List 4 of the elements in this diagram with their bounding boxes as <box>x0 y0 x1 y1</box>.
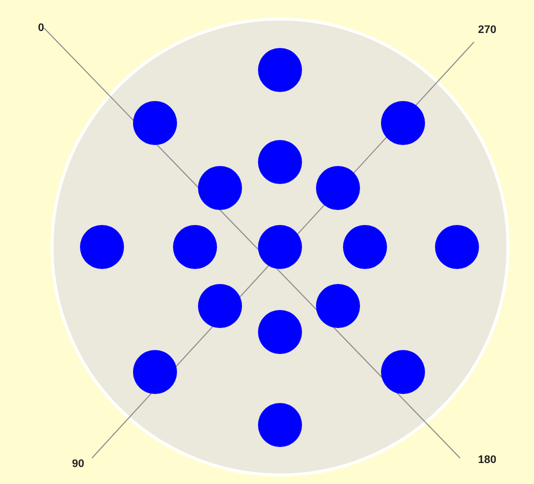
angle-label: 0 <box>38 22 44 35</box>
angle-label: 90 <box>72 458 84 471</box>
angle-label: 270 <box>478 24 496 37</box>
angle-label: 180 <box>478 454 496 467</box>
